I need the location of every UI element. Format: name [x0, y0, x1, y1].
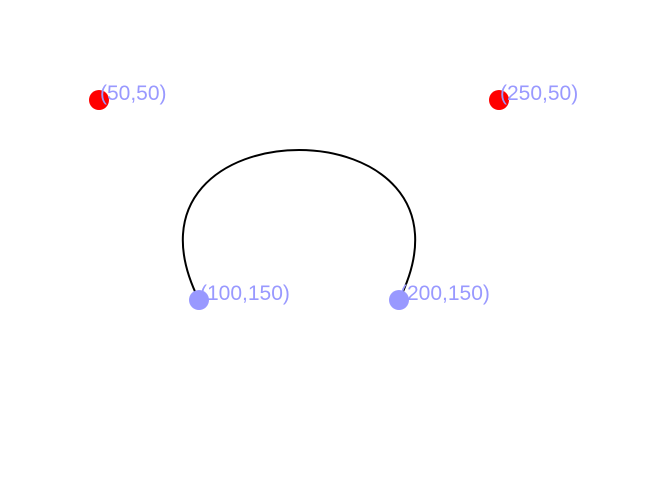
anchor-point-end-dot [389, 290, 409, 310]
control-point-c2-label: (250,50) [500, 82, 578, 105]
anchor-point-start-dot [189, 290, 209, 310]
control-point-c2: (250,50) [489, 82, 578, 110]
anchor-point-start: (100,150) [189, 282, 290, 310]
control-point-c1-label: (50,50) [100, 82, 167, 105]
anchor-point-end-label: (200,150) [400, 282, 490, 305]
anchor-point-start-label: (100,150) [200, 282, 290, 305]
control-point-c1: (50,50) [89, 82, 167, 110]
anchor-point-end: (200,150) [389, 282, 490, 310]
control-point-c1-dot [89, 90, 109, 110]
bezier-curve [182, 149, 416, 301]
control-point-c2-dot [489, 90, 509, 110]
